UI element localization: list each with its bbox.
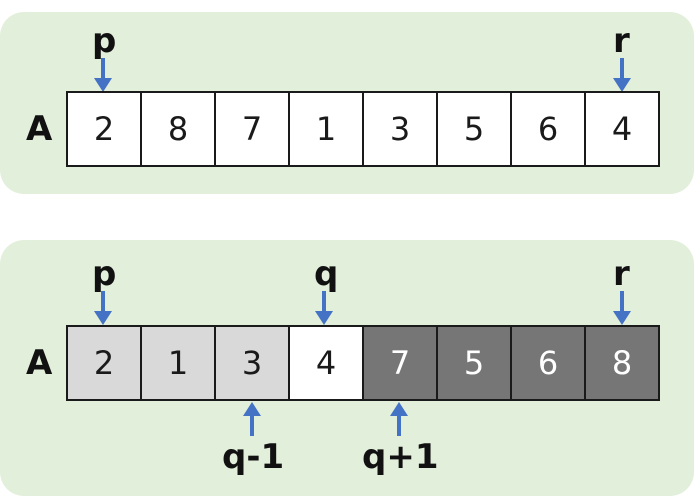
- array-cell-high-partition: 8: [586, 325, 660, 401]
- array-row-initial: 2 8 7 1 3 5 6 4: [66, 91, 660, 167]
- array-cell-high-partition: 7: [364, 325, 438, 401]
- pointer-p-label: p: [92, 254, 117, 294]
- array-cell: 7: [216, 91, 290, 167]
- array-label-a: A: [26, 109, 53, 149]
- label-q-minus-1: q-1: [222, 437, 285, 477]
- array-label-a: A: [26, 343, 53, 383]
- down-arrow-icon: [94, 58, 112, 92]
- array-cell: 6: [512, 91, 586, 167]
- array-cell-low-partition: 1: [142, 325, 216, 401]
- array-cell: 8: [142, 91, 216, 167]
- array-cell-low-partition: 2: [68, 325, 142, 401]
- array-cell: 4: [586, 91, 660, 167]
- array-cell-low-partition: 3: [216, 325, 290, 401]
- array-cell: 2: [68, 91, 142, 167]
- up-arrow-icon: [390, 402, 408, 436]
- up-arrow-icon: [243, 402, 261, 436]
- array-row-partitioned: 2 1 3 4 7 5 6 8: [66, 325, 660, 401]
- down-arrow-icon: [315, 291, 333, 325]
- array-cell-pivot: 4: [290, 325, 364, 401]
- array-cell: 5: [438, 91, 512, 167]
- down-arrow-icon: [613, 58, 631, 92]
- array-cell-high-partition: 5: [438, 325, 512, 401]
- pointer-r-label: r: [613, 254, 630, 294]
- down-arrow-icon: [94, 291, 112, 325]
- down-arrow-icon: [613, 291, 631, 325]
- pointer-p-label: p: [92, 21, 117, 61]
- pointer-q-label: q: [314, 254, 339, 294]
- label-q-plus-1: q+1: [362, 437, 439, 477]
- array-cell-high-partition: 6: [512, 325, 586, 401]
- pointer-r-label: r: [613, 21, 630, 61]
- array-cell: 3: [364, 91, 438, 167]
- array-cell: 1: [290, 91, 364, 167]
